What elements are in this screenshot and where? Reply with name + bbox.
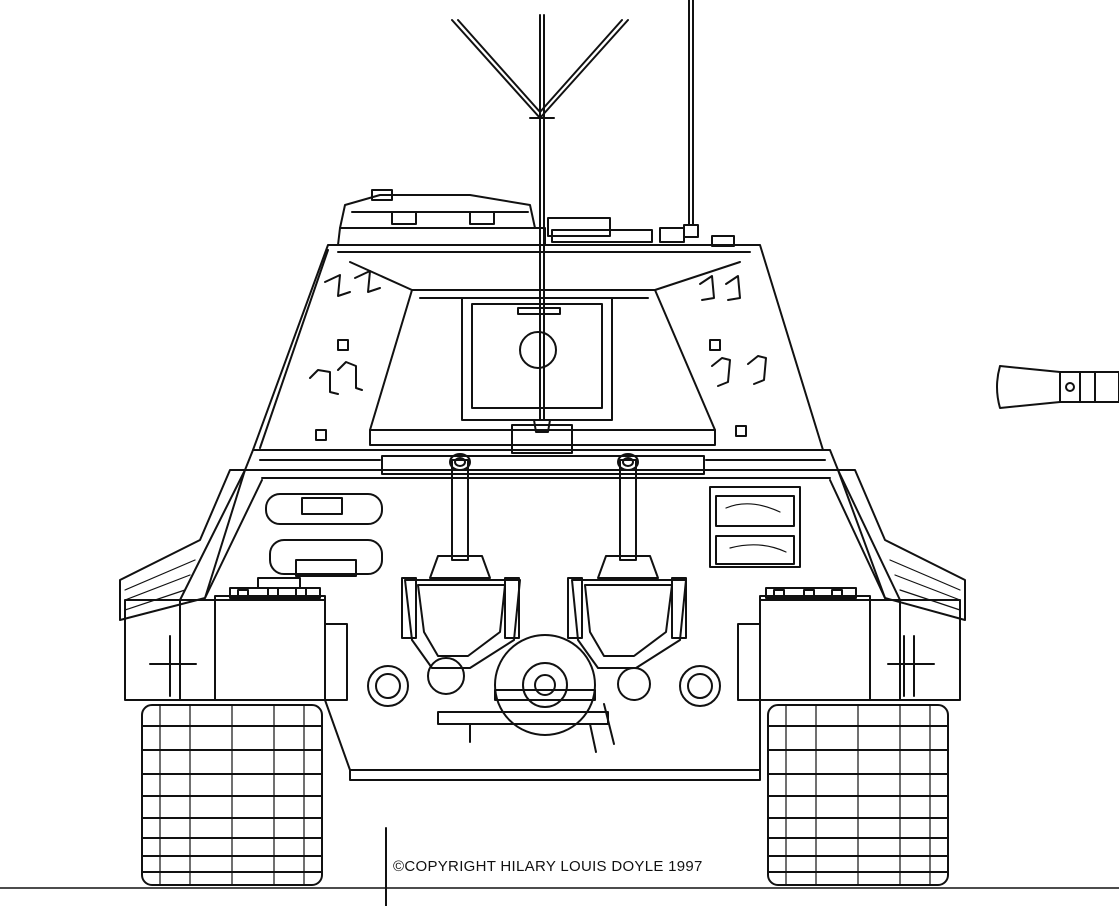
hull-rear-plate <box>179 469 901 781</box>
tool-box-right <box>709 486 801 568</box>
turret-cupola <box>337 189 735 247</box>
towing-coupling <box>427 634 651 753</box>
rear-stowage-box-left <box>124 587 409 707</box>
gun-muzzle-brake <box>996 365 1119 409</box>
track-guard-left <box>119 469 246 621</box>
copyright-caption: ©COPYRIGHT HILARY LOUIS DOYLE 1997 <box>393 858 703 875</box>
exhaust-pipe-left <box>401 453 521 669</box>
turret-body <box>252 244 824 454</box>
track-right <box>767 704 949 886</box>
jerrycan-rack <box>257 493 383 589</box>
rod-antenna <box>683 0 699 238</box>
track-left <box>141 704 323 886</box>
rear-stowage-box-right <box>679 587 961 707</box>
exhaust-pipe-right <box>567 453 687 669</box>
track-guard-right <box>837 469 966 621</box>
star-antenna <box>451 14 629 433</box>
ground-line <box>0 827 1119 906</box>
